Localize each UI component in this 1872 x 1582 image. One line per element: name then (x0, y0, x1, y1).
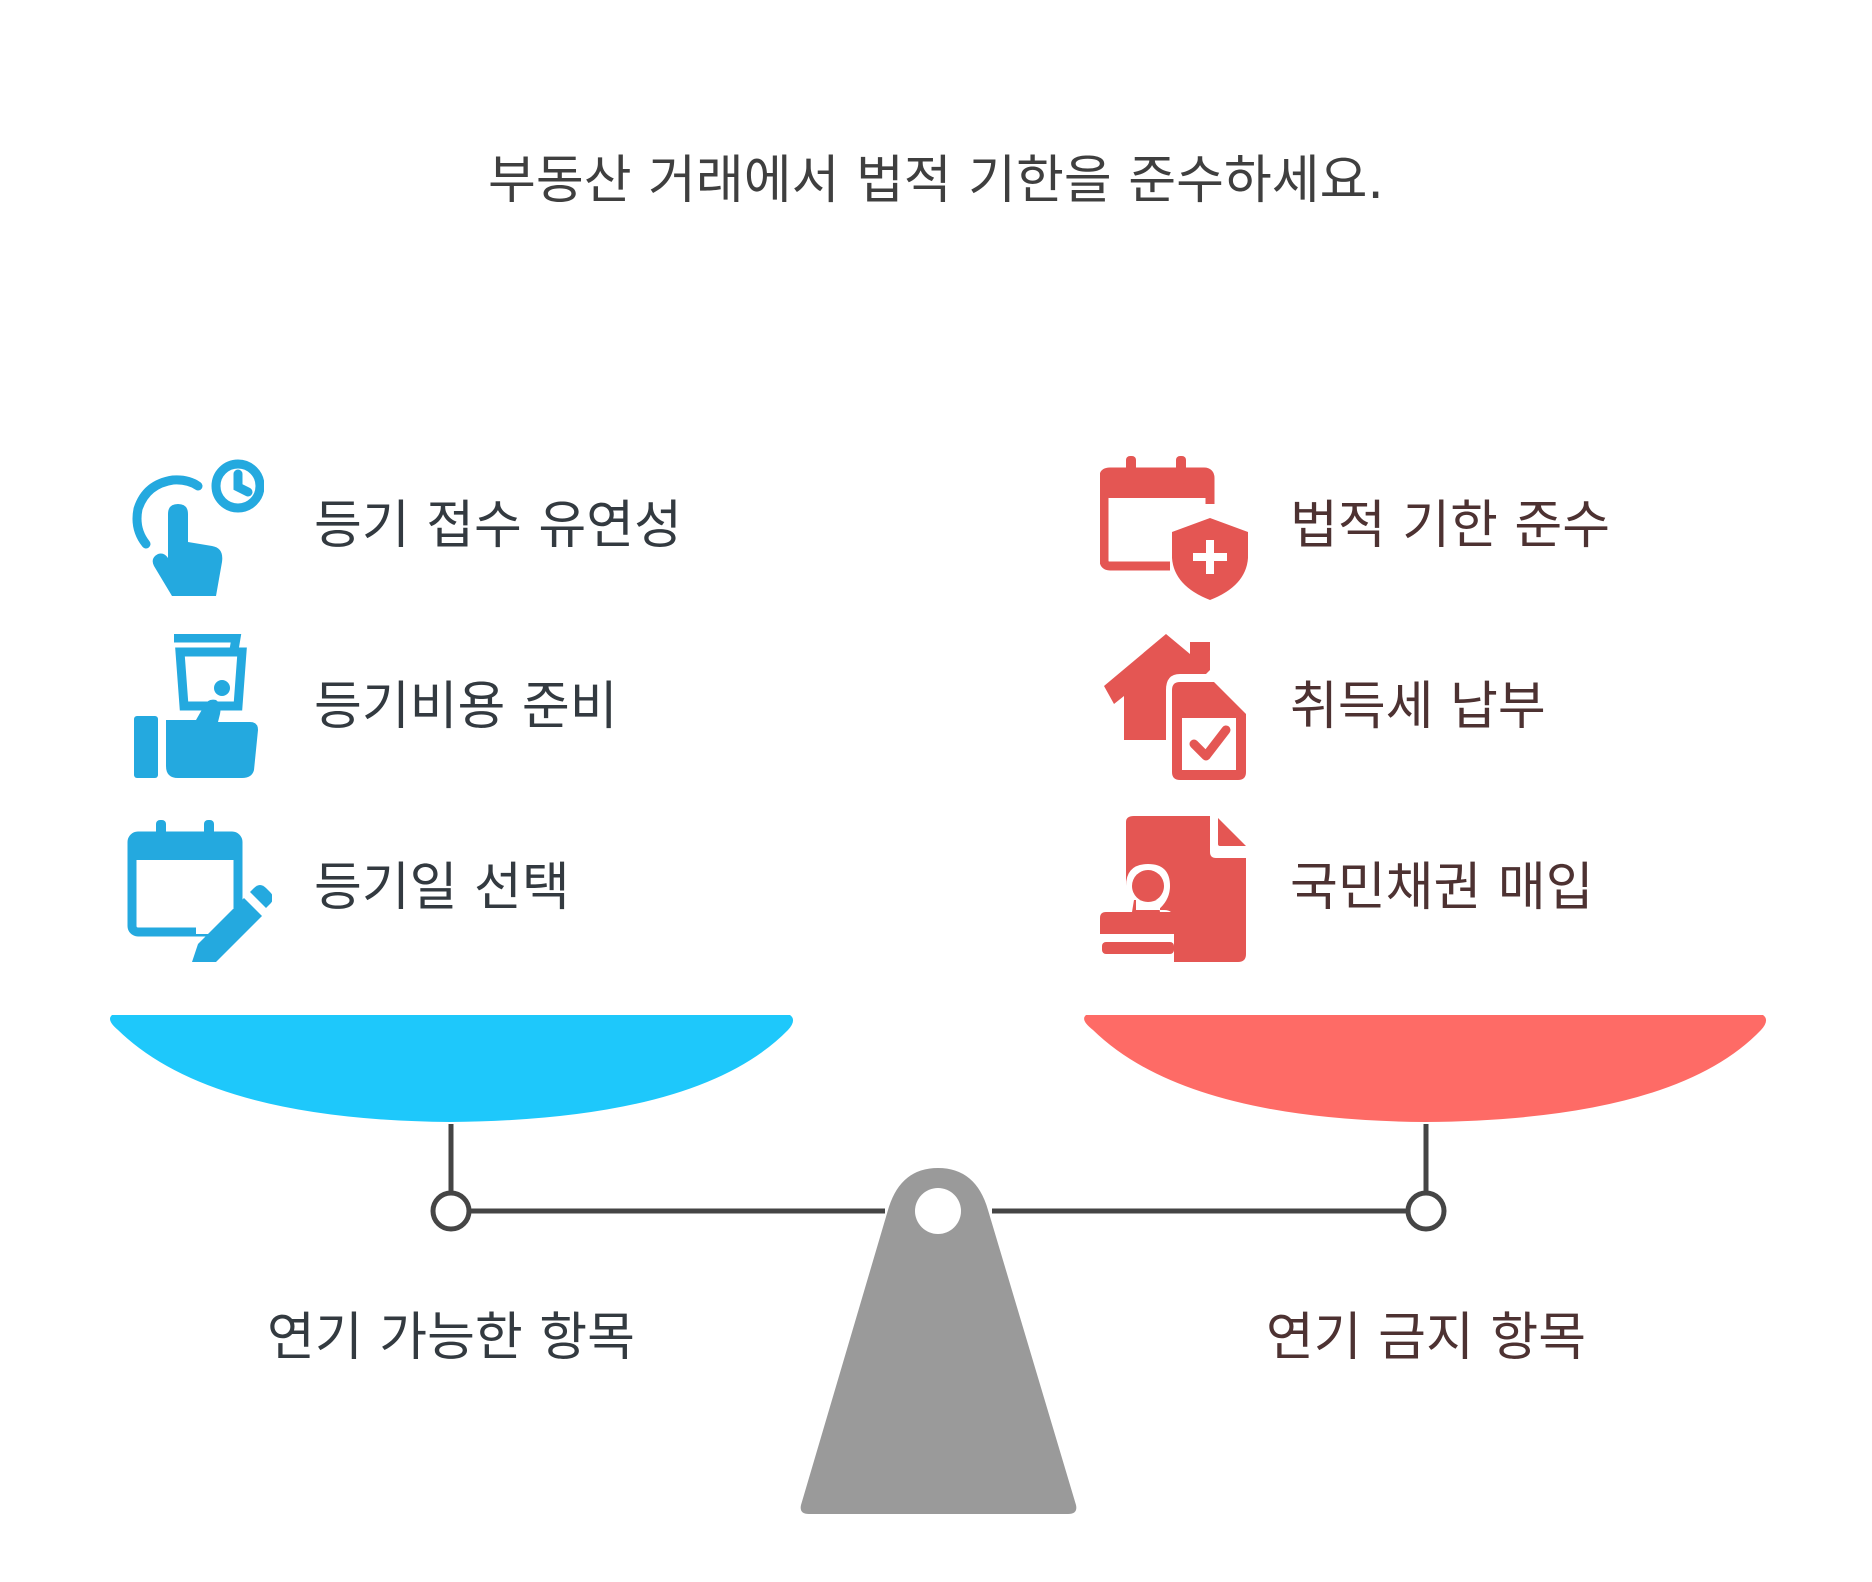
house-document-check-icon (1104, 634, 1246, 780)
fulcrum-pivot (915, 1188, 961, 1234)
right-item-label-2: 취득세 납부 (1290, 677, 1546, 737)
left-item-label-1: 등기 접수 유연성 (314, 496, 682, 556)
left-group-label: 연기 가능한 항목 (267, 1308, 635, 1368)
hand-money-icon (134, 634, 258, 778)
right-item-label-1: 법적 기한 준수 (1290, 496, 1611, 556)
calendar-shield-icon (1100, 456, 1248, 600)
document-stamp-icon (1100, 816, 1246, 962)
right-group-label: 연기 금지 항목 (1265, 1308, 1587, 1368)
calendar-edit-icon (127, 820, 272, 962)
left-joint (430, 1190, 472, 1232)
fulcrum (800, 1168, 1077, 1514)
left-pan (110, 1015, 794, 1122)
right-joint (1405, 1190, 1447, 1232)
left-item-label-2: 등기비용 준비 (314, 677, 618, 737)
right-pan (1084, 1015, 1767, 1122)
right-item-label-3: 국민채권 매입 (1290, 858, 1594, 918)
page-title: 부동산 거래에서 법적 기한을 준수하세요. (488, 151, 1384, 211)
tap-clock-icon (132, 459, 264, 596)
left-item-label-3: 등기일 선택 (314, 858, 570, 918)
